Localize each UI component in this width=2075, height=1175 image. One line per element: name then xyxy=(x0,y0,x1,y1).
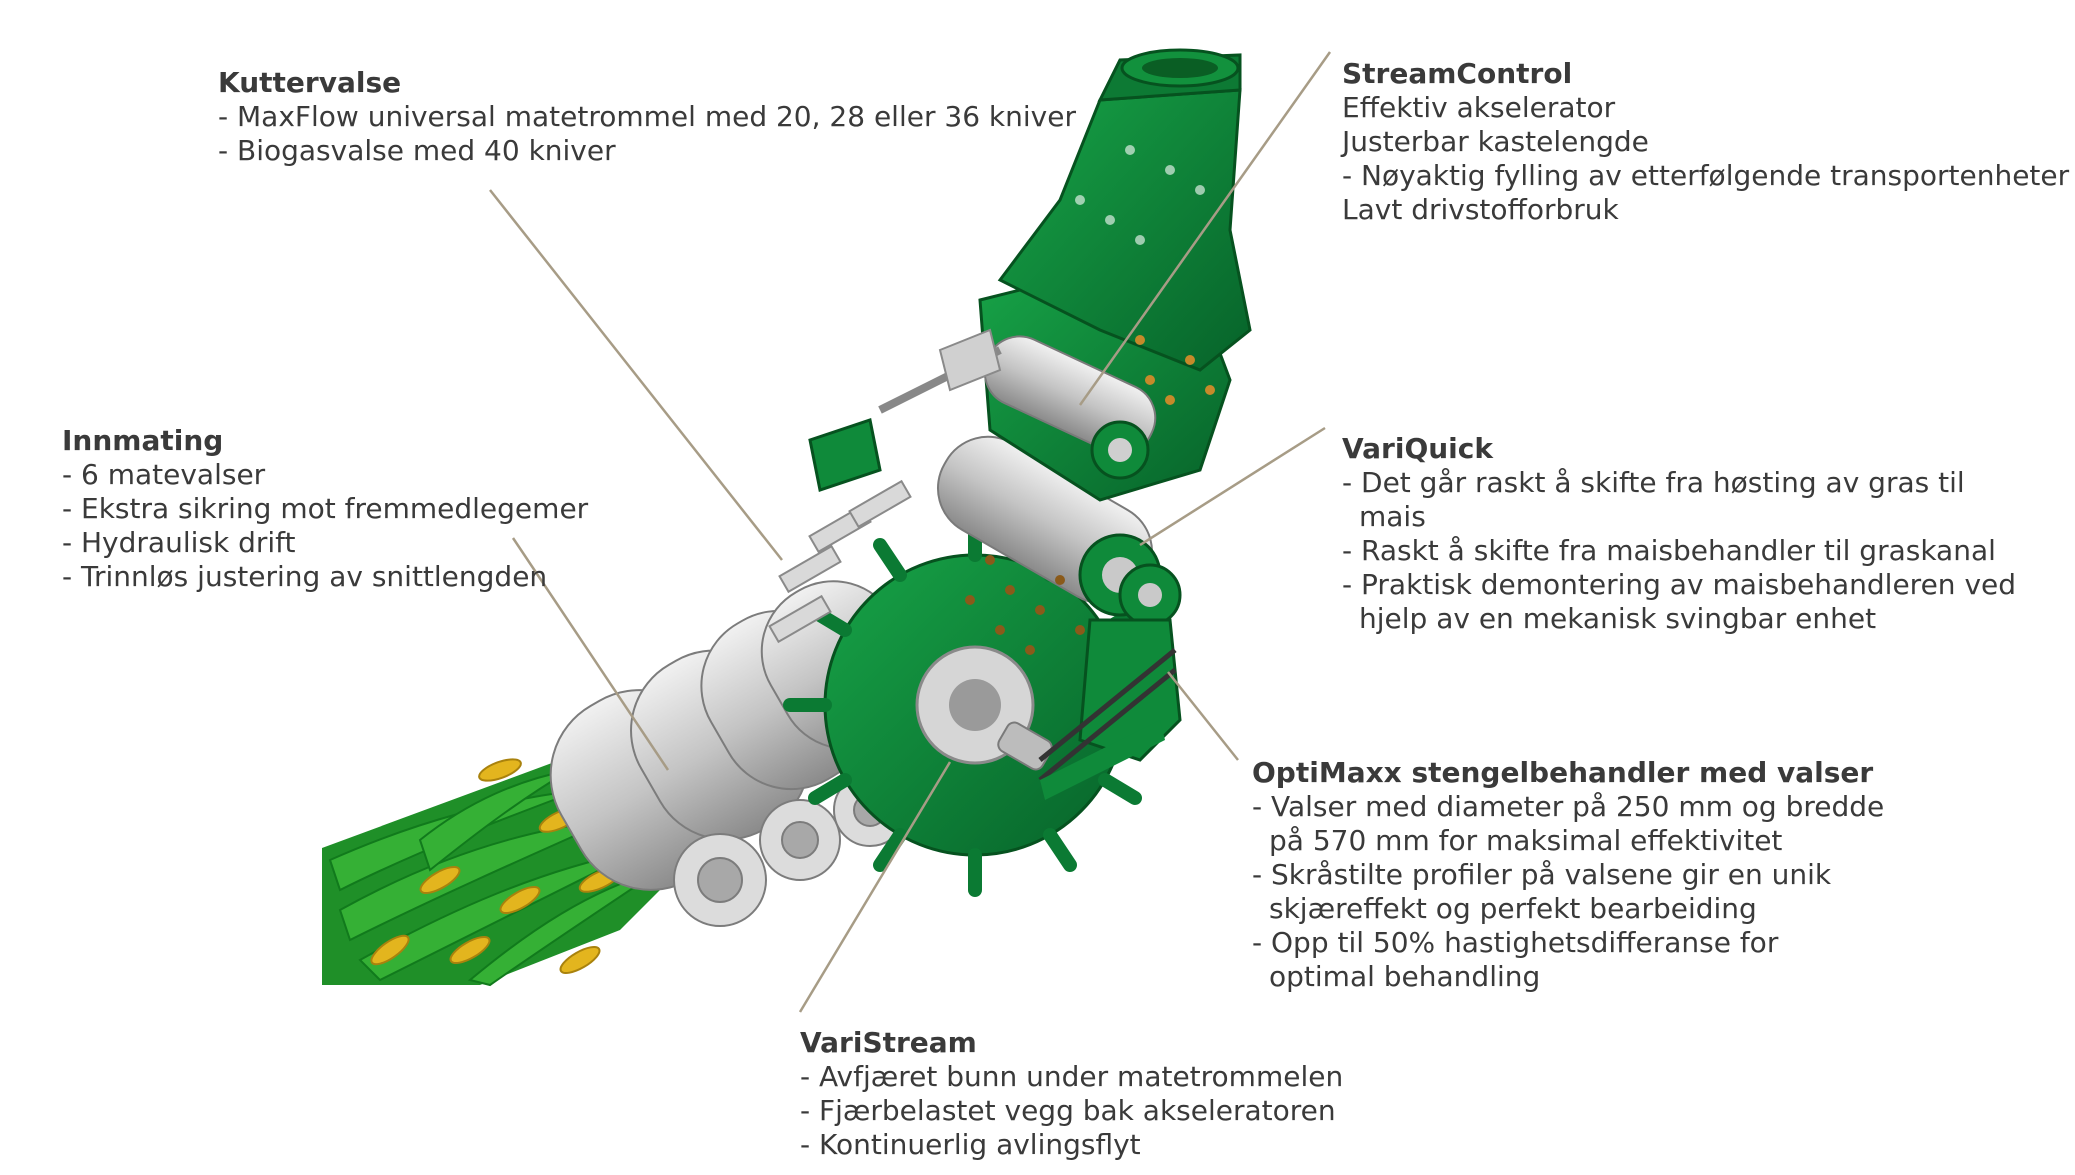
callout-varistream: VariStream - Avfjæret bunn under matetro… xyxy=(800,1026,1343,1162)
callout-kuttervalse: Kuttervalse - MaxFlow universal matetrom… xyxy=(218,66,1076,168)
callout-line: - Nøyaktig fylling av etterfølgende tran… xyxy=(1342,159,2070,192)
callout-title: VariQuick xyxy=(1342,432,1493,465)
callout-optimaxx: OptiMaxx stengelbehandler med valser - V… xyxy=(1252,756,1892,994)
callout-line: - Opp til 50% hastighetsdifferanse for o… xyxy=(1252,926,1779,993)
callout-title: Kuttervalse xyxy=(218,66,402,99)
callout-innmating: Innmating - 6 matevalser - Ekstra sikrin… xyxy=(62,424,588,594)
callout-title: VariStream xyxy=(800,1026,977,1059)
callout-line: - Ekstra sikring mot fremmedlegemer xyxy=(62,492,589,525)
leader-varistream xyxy=(798,761,952,1013)
callout-line: - Skråstilte profiler på valsene gir en … xyxy=(1252,858,1832,925)
leader-variquick xyxy=(1139,426,1326,547)
callout-line: - Biogasvalse med 40 kniver xyxy=(218,134,616,167)
callout-line: - Det går raskt å skifte fra høsting av … xyxy=(1342,466,1965,533)
callout-line: - Fjærbelastet vegg bak akseleratoren xyxy=(800,1094,1336,1127)
callout-title: OptiMaxx stengelbehandler med valser xyxy=(1252,756,1874,789)
leader-lines xyxy=(489,51,1332,1013)
leader-streamcontrol xyxy=(1078,51,1332,406)
callout-line: Lavt drivstofforbruk xyxy=(1342,193,1619,226)
callout-line: Effektiv akselerator xyxy=(1342,91,1616,124)
callout-title: StreamControl xyxy=(1342,57,1573,90)
callout-line: - Hydraulisk drift xyxy=(62,526,296,559)
accelerator-and-chute xyxy=(808,48,1252,502)
leader-optimaxx xyxy=(1167,671,1239,761)
callout-line: - MaxFlow universal matetrommel med 20, … xyxy=(218,100,1076,133)
callout-line: - 6 matevalser xyxy=(62,458,266,491)
leader-kuttervalse xyxy=(489,189,783,561)
callout-streamcontrol: StreamControl Effektiv akselerator Juste… xyxy=(1342,57,2069,227)
callout-variquick: VariQuick - Det går raskt å skifte fra h… xyxy=(1342,432,2022,636)
callout-line: - Avfjæret bunn under matetrommelen xyxy=(800,1060,1344,1093)
callout-line: - Valser med diameter på 250 mm og bredd… xyxy=(1252,790,1885,857)
callout-line: - Raskt å skifte fra maisbehandler til g… xyxy=(1342,534,1996,567)
callout-line: - Kontinuerlig avlingsflyt xyxy=(800,1128,1141,1161)
callout-line: - Trinnløs justering av snittlengden xyxy=(62,560,548,593)
callout-line: Justerbar kastelengde xyxy=(1342,125,1649,158)
optimaxx-rollers xyxy=(936,435,1182,800)
leader-innmating xyxy=(511,537,670,771)
callout-title: Innmating xyxy=(62,424,224,457)
callout-line: - Praktisk demontering av maisbehandlere… xyxy=(1342,568,2017,635)
